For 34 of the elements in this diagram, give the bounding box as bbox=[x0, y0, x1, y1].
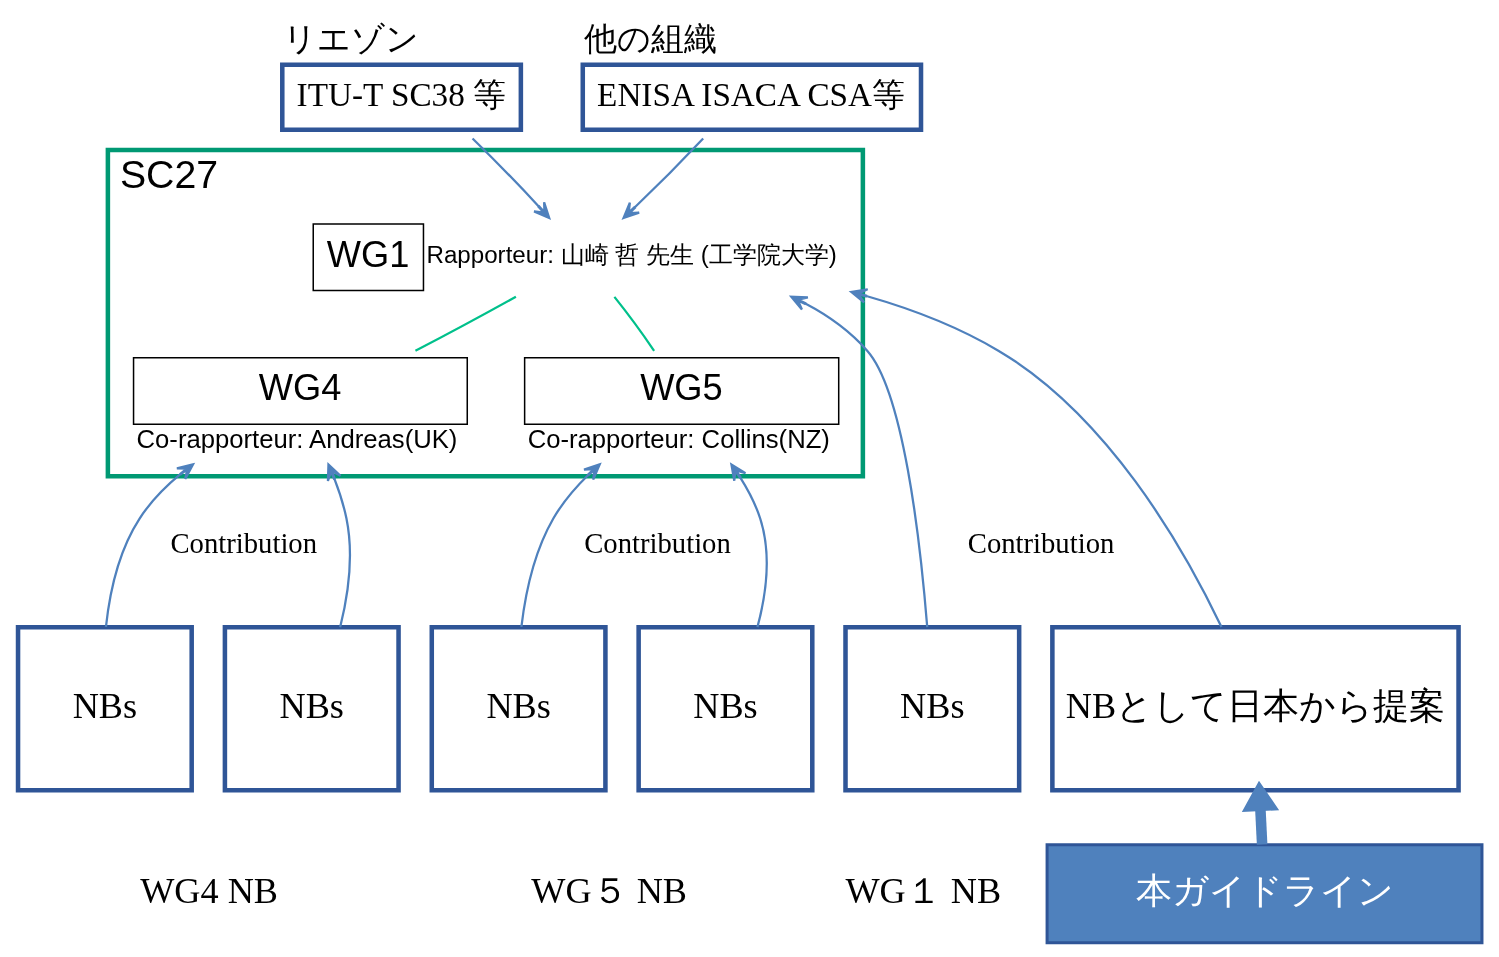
label: Contribution bbox=[583, 526, 731, 559]
node-label: Co-rapporteur: Andreas(UK) bbox=[136, 424, 457, 453]
node-box: ITU-T SC38 等 bbox=[279, 62, 523, 132]
node-box: 本ガイドライン bbox=[1045, 843, 1483, 945]
node-label: 他の組織 bbox=[583, 18, 717, 58]
label: WG５ NB bbox=[530, 871, 687, 912]
node-label: Rapporteur: 山崎 哲 先生 (工学院大学) bbox=[425, 241, 837, 269]
label: Contribution bbox=[170, 526, 317, 559]
label: WG4 NB bbox=[139, 871, 278, 912]
node-box: NBs bbox=[842, 624, 1021, 793]
arrow bbox=[849, 288, 1222, 628]
node-label: Co-rapporteur: Collins(NZ) bbox=[527, 424, 830, 453]
node-label: リエゾン bbox=[282, 18, 419, 58]
node-box: WG5 bbox=[523, 356, 839, 425]
arrow bbox=[471, 137, 550, 220]
node-box: NBs bbox=[222, 624, 401, 793]
arrow bbox=[104, 463, 194, 627]
node-box: NBs bbox=[635, 624, 815, 793]
arrow bbox=[1241, 780, 1279, 845]
node-box: WG1 bbox=[312, 223, 424, 292]
arrow bbox=[519, 463, 601, 628]
node-box: NBs bbox=[15, 624, 194, 793]
node-box: NBとして日本から提案 bbox=[1049, 624, 1461, 793]
arrow bbox=[326, 463, 351, 628]
connector bbox=[613, 296, 655, 352]
node-box: WG4 bbox=[132, 356, 468, 425]
label: WG１ NB bbox=[844, 871, 1001, 912]
arrow bbox=[789, 295, 928, 628]
label: Contribution bbox=[967, 526, 1114, 559]
arrow bbox=[729, 463, 768, 628]
arrow bbox=[621, 137, 704, 220]
node-box: NBs bbox=[429, 624, 608, 793]
connector bbox=[414, 295, 516, 352]
node-box: ENISA ISACA CSA等 bbox=[580, 62, 923, 132]
